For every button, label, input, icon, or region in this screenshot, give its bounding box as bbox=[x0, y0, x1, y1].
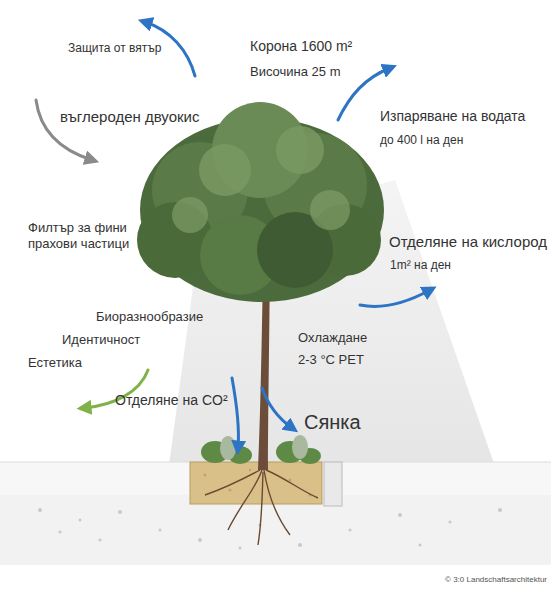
shade-label: Сянка bbox=[304, 410, 361, 434]
annotation: Защита от вятър bbox=[68, 41, 162, 55]
annotation: Биоразнообразие bbox=[96, 309, 203, 325]
shadow-region bbox=[165, 180, 505, 495]
annotation: Филтър за фини прахови частици bbox=[28, 220, 146, 251]
annotation: Естетика bbox=[28, 355, 82, 371]
tree-height: Височина 25 m bbox=[250, 64, 340, 80]
bollard bbox=[324, 462, 342, 506]
copyright: © 3:0 Landschaftsarchitektur bbox=[445, 575, 547, 585]
annotation: до 400 l на ден bbox=[380, 133, 463, 147]
annotation: Отделяне на CO² bbox=[115, 392, 228, 409]
annotation: 2-3 °C PET bbox=[298, 352, 364, 368]
annotation: Идентичност bbox=[62, 332, 140, 348]
annotation: въглероден двуокис bbox=[60, 108, 199, 126]
annotation: Охлаждане bbox=[298, 330, 367, 346]
crown-size: Корона 1600 m² bbox=[250, 38, 352, 55]
gravel-bed bbox=[0, 495, 551, 565]
canopy bbox=[137, 102, 384, 302]
roots bbox=[205, 470, 318, 545]
annotation: Отделяне на кислород bbox=[389, 233, 547, 251]
annotation: Изпаряване на водата bbox=[380, 108, 525, 125]
gravel bbox=[38, 508, 502, 550]
annotation: 1m² на ден bbox=[390, 258, 451, 272]
